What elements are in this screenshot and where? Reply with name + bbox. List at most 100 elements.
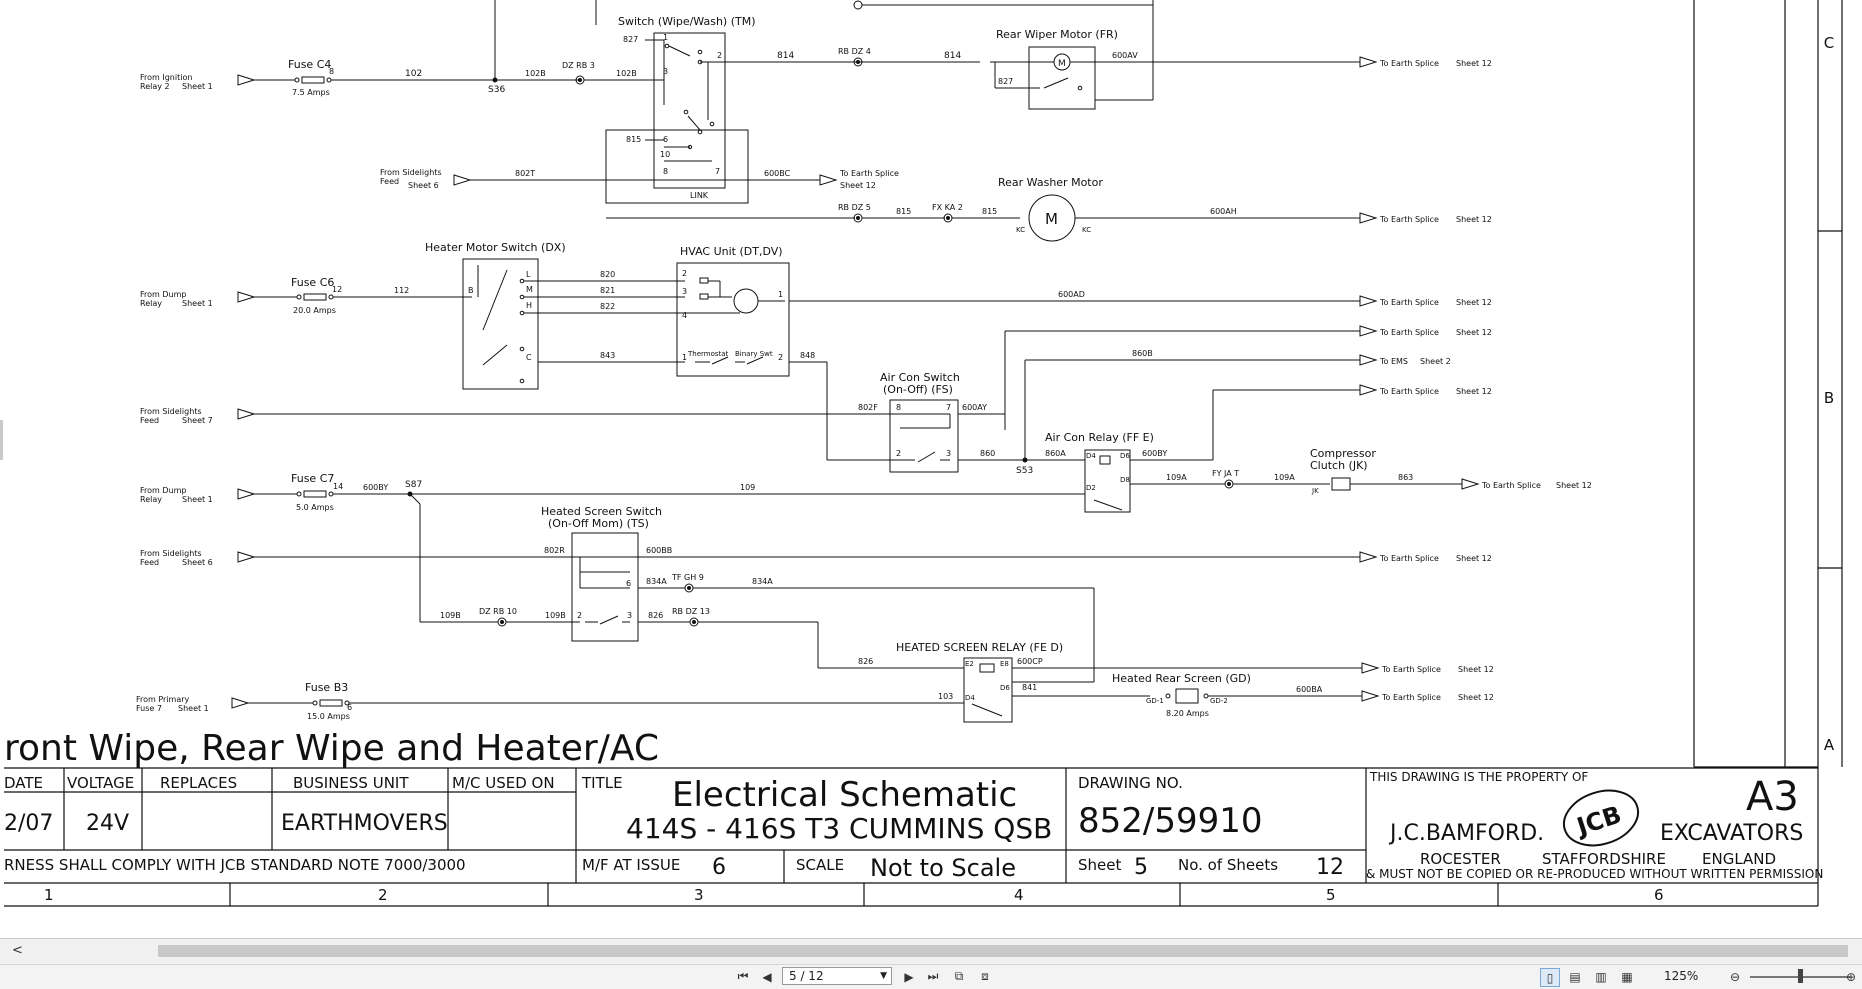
division-name: EXCAVATORS xyxy=(1660,821,1803,846)
aircon-relay-label: Air Con Relay (FF E) xyxy=(1045,431,1154,444)
zoom-out-icon[interactable]: ⊖ xyxy=(1729,969,1741,984)
wire-label: 802T xyxy=(515,169,535,178)
chevron-down-icon[interactable]: ▼ xyxy=(880,971,887,981)
wire-label: 860 xyxy=(980,449,995,458)
pin-label: 7 xyxy=(946,403,951,412)
column-number: 6 xyxy=(1654,886,1664,904)
connector-label: GD-2 xyxy=(1210,697,1228,705)
zoom-in-icon[interactable]: ⊕ xyxy=(1845,969,1857,984)
circuit-washer: RB DZ 5 815 FX KA 2 815 Rear Washer Moto… xyxy=(606,176,1492,242)
pin-label: 2 xyxy=(577,611,582,620)
destination-sheet: Sheet 12 xyxy=(1456,387,1492,396)
pin-label: 3 xyxy=(663,67,668,76)
facing-view-icon[interactable]: ▥ xyxy=(1595,969,1607,984)
wire-label: 822 xyxy=(600,302,615,311)
wire-label: 600CP xyxy=(1017,657,1043,666)
zone-b: B xyxy=(1824,389,1834,407)
source-sheet: Sheet 7 xyxy=(182,416,213,425)
destination-sheet: Sheet 12 xyxy=(1456,298,1492,307)
destination-label: To Earth Splice xyxy=(1381,693,1441,702)
sheet-heading: ront Wipe, Rear Wipe and Heater/AC xyxy=(4,728,659,769)
svg-text:JCB: JCB xyxy=(1572,800,1625,841)
pin-label: D4 xyxy=(965,694,975,702)
destination-label: To Earth Splice xyxy=(1379,215,1439,224)
pin-label: E8 xyxy=(1000,660,1009,668)
wire-label: 827 xyxy=(623,35,638,44)
source-label: From Sidelights xyxy=(140,407,202,416)
circuit-wiper: From Ignition Relay 2 Sheet 1 Fuse C4 8 … xyxy=(140,0,1492,204)
connector-label: FY JA T xyxy=(1212,469,1239,478)
schematic-drawing: C B A From Ignition Relay 2 Sheet 1 Fuse… xyxy=(4,0,1843,907)
wire-label: 802F xyxy=(858,403,878,412)
wire-label: 109A xyxy=(1166,473,1187,482)
wire-label: 848 xyxy=(800,351,815,360)
wire-label: 112 xyxy=(394,286,409,295)
heated-relay-label: HEATED SCREEN RELAY (FE D) xyxy=(896,641,1063,654)
continuous-facing-view-icon[interactable]: ▦ xyxy=(1621,969,1633,984)
fuse-rating: 7.5 Amps xyxy=(292,88,330,97)
source-label: Feed xyxy=(140,558,159,567)
drawing-title: Electrical Schematic xyxy=(672,775,1017,815)
fuse-rating: 8.20 Amps xyxy=(1166,709,1209,718)
next-page-icon[interactable]: ▶ xyxy=(904,969,914,984)
sheet-size: A3 xyxy=(1746,774,1799,820)
jcb-logo: JCB xyxy=(1562,789,1640,847)
heated-rear-label: Heated Rear Screen (GD) xyxy=(1112,672,1251,685)
fuse-label: Fuse C4 xyxy=(288,58,331,71)
paste-pages-icon[interactable]: ⧈ xyxy=(981,969,989,983)
location-3: ENGLAND xyxy=(1702,850,1776,868)
connector-label: JK xyxy=(1311,487,1319,495)
source-label: Feed xyxy=(380,177,399,186)
source-label: From Sidelights xyxy=(380,168,442,177)
aircon-switch-label: Air Con Switch xyxy=(880,371,960,384)
destination-sheet: Sheet 12 xyxy=(1456,328,1492,337)
connector-label: DZ RB 10 xyxy=(479,607,517,616)
header-business-unit: BUSINESS UNIT xyxy=(293,774,409,792)
header-mc-used-on: M/C USED ON xyxy=(452,774,555,792)
circuit-compressor: From Dump Relay Sheet 1 Fuse C7 14 5.0 A… xyxy=(140,447,1592,512)
wire-label: 820 xyxy=(600,270,615,279)
destination-label: To Earth Splice xyxy=(839,169,899,178)
source-label: From Dump xyxy=(140,290,186,299)
connector-label: RB DZ 13 xyxy=(672,607,710,616)
wire-label: 863 xyxy=(1398,473,1413,482)
value-mf-at-issue: 6 xyxy=(712,855,726,880)
source-sheet: Sheet 1 xyxy=(178,704,209,713)
rear-wiper-label: Rear Wiper Motor (FR) xyxy=(996,28,1118,41)
continuous-view-icon[interactable]: ▤ xyxy=(1569,969,1581,984)
page-number-field[interactable]: 5 / 12 ▼ xyxy=(782,967,892,985)
source-sheet: Sheet 6 xyxy=(182,558,213,567)
zoom-slider-handle[interactable] xyxy=(1798,969,1803,983)
viewer-toolbar: ⏮ ◀ 5 / 12 ▼ ▶ ⏭ ⧉ ⧈ ▯ ▤ ▥ ▦ 125% ⊖ ⊕ xyxy=(0,964,1862,989)
first-page-icon[interactable]: ⏮ xyxy=(737,969,749,983)
destination-label: To Earth Splice xyxy=(1481,481,1541,490)
single-page-view-icon[interactable]: ▯ xyxy=(1540,968,1560,987)
pin-label: 8 xyxy=(663,167,668,176)
scroll-thumb[interactable] xyxy=(158,945,1848,957)
copyright-notice: & MUST NOT BE COPIED OR RE-PRODUCED WITH… xyxy=(1366,867,1823,881)
previous-page-icon[interactable]: ◀ xyxy=(762,969,772,984)
destination-label: To Earth Splice xyxy=(1379,387,1439,396)
header-title: TITLE xyxy=(581,774,623,792)
wire-label: 103 xyxy=(938,692,953,701)
copy-pages-icon[interactable]: ⧉ xyxy=(954,969,964,983)
wire-label: 826 xyxy=(858,657,873,666)
wire-label: 843 xyxy=(600,351,615,360)
destination-sheet: Sheet 12 xyxy=(1458,665,1494,674)
document-viewport[interactable]: C B A From Ignition Relay 2 Sheet 1 Fuse… xyxy=(0,0,1862,938)
pin-label: C xyxy=(526,353,532,362)
source-label: From Primary xyxy=(136,695,190,704)
pin-label: 3 xyxy=(946,449,951,458)
column-number: 1 xyxy=(44,886,54,904)
drawing-number: 852/59910 xyxy=(1078,801,1263,841)
scroll-left-arrow[interactable]: < xyxy=(12,943,23,958)
value-voltage: 24V xyxy=(86,811,129,836)
wire-label: 841 xyxy=(1022,683,1037,692)
zoom-level[interactable]: 125% xyxy=(1664,969,1699,983)
last-page-icon[interactable]: ⏭ xyxy=(927,969,939,983)
drawing-subtitle: 414S - 416S T3 CUMMINS QSB xyxy=(626,812,1052,845)
horizontal-scrollbar[interactable]: < xyxy=(0,938,1862,965)
compressor-label: Clutch (JK) xyxy=(1310,459,1368,472)
value-sheet: 5 xyxy=(1134,855,1148,880)
motor-symbol: M xyxy=(1045,210,1058,228)
